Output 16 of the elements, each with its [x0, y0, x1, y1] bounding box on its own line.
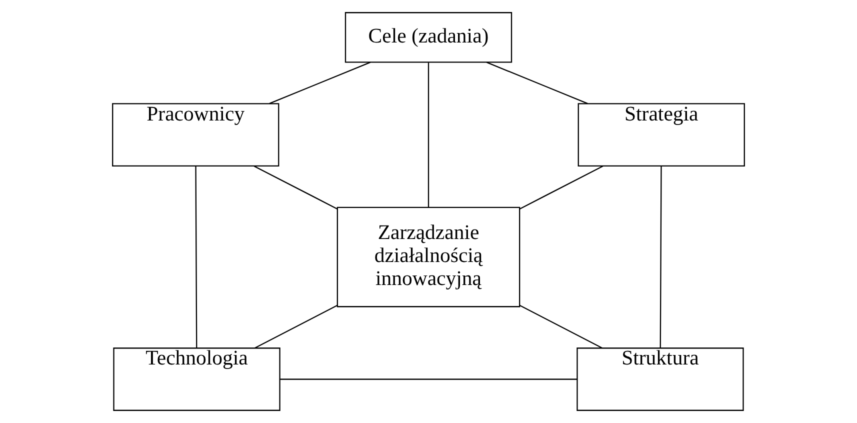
connector	[269, 62, 371, 104]
node-box: Technologia	[113, 348, 280, 411]
node-box: Struktura	[576, 348, 744, 411]
node-box: Cele (zadania)	[344, 12, 512, 63]
connector	[660, 166, 662, 348]
connector	[486, 62, 588, 104]
connector	[519, 304, 602, 349]
connector	[280, 378, 578, 380]
connector	[428, 62, 430, 208]
node-box: Pracownicy	[112, 103, 280, 167]
connector	[195, 166, 198, 348]
connector	[519, 166, 604, 210]
connector	[254, 304, 338, 349]
connector	[254, 166, 338, 210]
node-box: Strategia	[578, 103, 745, 167]
node-box: Zarządzanie działalnością innowacyjną	[336, 206, 520, 308]
